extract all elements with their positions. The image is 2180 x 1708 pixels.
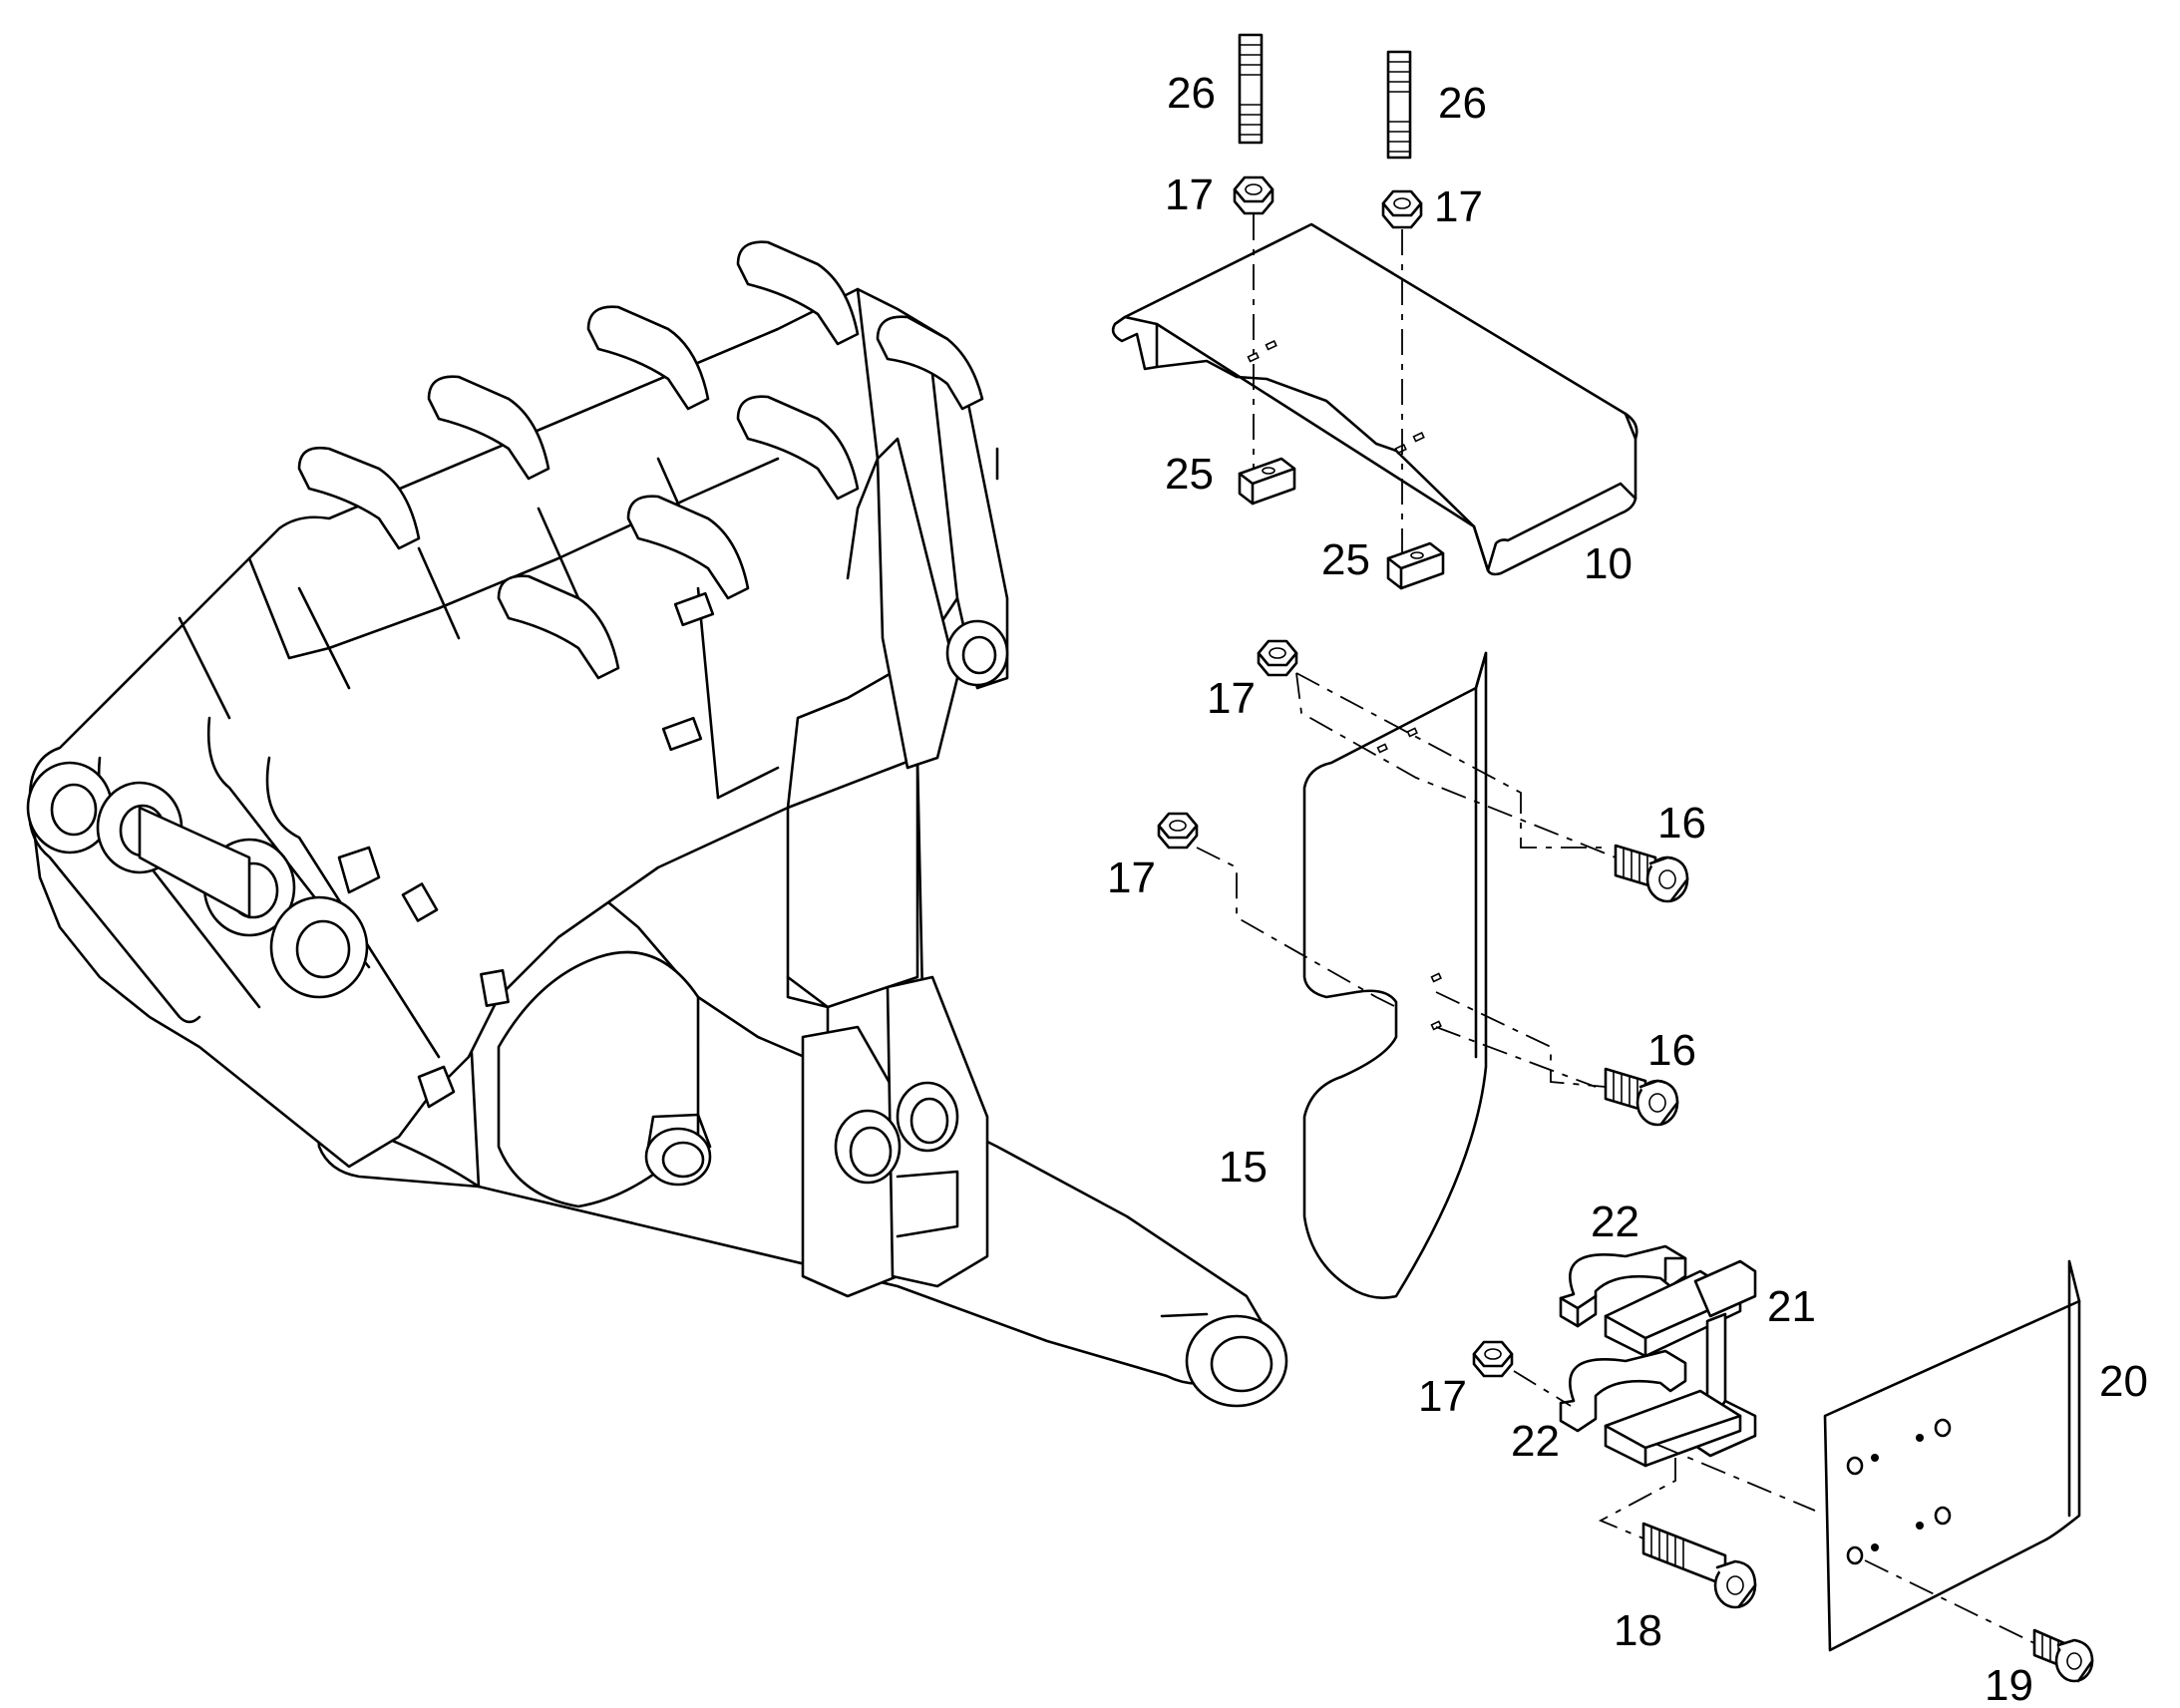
nut-17e	[1472, 1340, 1514, 1378]
cap-screw-16b	[1604, 1067, 1679, 1127]
assembly-line	[1513, 1370, 1572, 1407]
assembly-line	[1196, 847, 1397, 1008]
cap-screw-16a	[1614, 844, 1689, 903]
bucket-tooth	[427, 375, 550, 481]
callout-17a: 17	[1165, 171, 1214, 219]
callout-25a: 25	[1165, 450, 1214, 499]
stud-bolt-26a	[1238, 33, 1264, 145]
callout-26a: 26	[1167, 69, 1216, 118]
callout-19: 19	[1985, 1661, 2033, 1708]
callout-26b: 26	[1438, 79, 1487, 128]
bucket-assembly	[26, 240, 1288, 1408]
assembly-line	[1435, 1026, 1597, 1088]
assembly-line	[1295, 672, 1617, 858]
bucket-tooth	[586, 305, 710, 411]
callout-17e: 17	[1418, 1372, 1467, 1421]
bolt-18	[1641, 1522, 1757, 1609]
assembly-line	[1295, 672, 1611, 849]
stud-bolt-26b	[1386, 50, 1412, 160]
callout-17b: 17	[1434, 182, 1483, 231]
side-plate-15	[1302, 651, 1488, 1299]
bucket-tooth	[297, 446, 421, 550]
callout-10: 10	[1584, 539, 1633, 588]
nut-17c	[1257, 639, 1298, 677]
assembly-line	[1654, 1443, 1816, 1512]
assembly-line	[1864, 1559, 2035, 1644]
bucket-tooth	[626, 495, 750, 600]
callout-16b: 16	[1647, 1026, 1696, 1075]
callout-22b: 22	[1511, 1417, 1560, 1466]
clip-nut-25b	[1386, 541, 1445, 590]
callout-17d: 17	[1107, 854, 1156, 902]
callout-21: 21	[1767, 1282, 1816, 1331]
nut-17d	[1157, 812, 1199, 850]
callout-18: 18	[1614, 1606, 1662, 1655]
callout-17c: 17	[1207, 674, 1256, 723]
bucket-tooth	[736, 395, 860, 501]
nut-17b	[1381, 189, 1423, 229]
plate-20	[1823, 1259, 2081, 1652]
callout-20: 20	[2099, 1357, 2148, 1406]
callout-16a: 16	[1657, 799, 1706, 848]
top-cover-10	[1111, 222, 1638, 576]
clamp-22b	[1559, 1349, 1742, 1468]
bucket-tooth	[736, 240, 860, 346]
callout-labels: 26 26 17 17 25 25 10 17 16 17 16 15 22 2…	[1107, 69, 2148, 1708]
callout-22a: 22	[1591, 1197, 1639, 1246]
callout-25b: 25	[1321, 535, 1370, 584]
assembly-line	[1598, 1458, 1676, 1539]
nut-17a	[1233, 175, 1274, 215]
clip-nut-25a	[1238, 457, 1296, 506]
callout-15: 15	[1219, 1143, 1268, 1192]
bucket-tooth	[497, 574, 620, 680]
bucket-tooth	[876, 315, 984, 411]
screw-19	[2032, 1628, 2094, 1683]
assembly-line	[1435, 991, 1607, 1088]
